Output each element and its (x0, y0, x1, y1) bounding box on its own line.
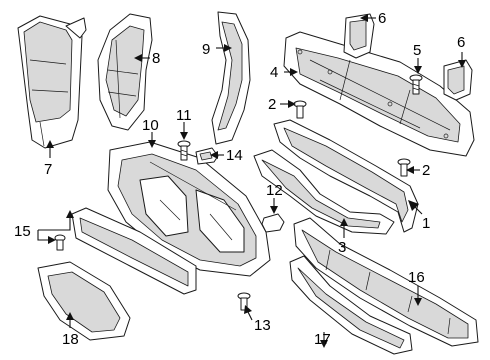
callout-8: 8 (152, 50, 160, 67)
part-9-vertical-bracket (211, 11, 251, 145)
part-13-bolt (237, 292, 251, 311)
part-6b-right-bracket (443, 59, 473, 101)
callout-6b: 6 (457, 34, 465, 51)
callout-6a: 6 (378, 10, 386, 27)
callout-12: 12 (266, 182, 283, 199)
callout-5: 5 (413, 42, 421, 59)
part-11-bolt (177, 140, 191, 161)
callout-17: 17 (314, 331, 331, 348)
callout-16: 16 (408, 269, 425, 286)
part-18-lower-left-deflector (37, 261, 131, 341)
part-2a-push-pin (293, 100, 307, 119)
callout-7: 7 (44, 161, 52, 178)
callout-4: 4 (270, 64, 278, 81)
part-15-lower-strip (54, 207, 197, 295)
callout-3: 3 (338, 239, 346, 256)
part-14-clip (195, 147, 219, 165)
part-12-nut (261, 213, 285, 233)
part-8-shutter-bracket (97, 13, 153, 131)
callout-11: 11 (176, 107, 192, 124)
callout-18: 18 (62, 331, 79, 348)
part-16-lower-air-deflector (293, 217, 479, 347)
part-10-radiator-support (107, 141, 271, 277)
callout-2b: 2 (422, 162, 430, 179)
callout-9: 9 (202, 41, 210, 58)
part-6a-upper-bracket (343, 13, 375, 59)
part-5-screw (409, 74, 423, 95)
part-1-support-bar (273, 119, 419, 233)
part-7-side-air-deflector (17, 15, 87, 149)
leader-lines (37, 14, 466, 348)
part-2b-push-pin (397, 158, 411, 177)
callout-1: 1 (422, 215, 430, 232)
callout-10: 10 (142, 117, 159, 134)
part-17-lower-shield (289, 255, 413, 355)
callout-15: 15 (14, 223, 31, 240)
part-3-lower-rail (253, 149, 395, 235)
callout-14: 14 (226, 147, 243, 164)
callout-2a: 2 (268, 96, 276, 113)
callout-13: 13 (254, 317, 271, 334)
